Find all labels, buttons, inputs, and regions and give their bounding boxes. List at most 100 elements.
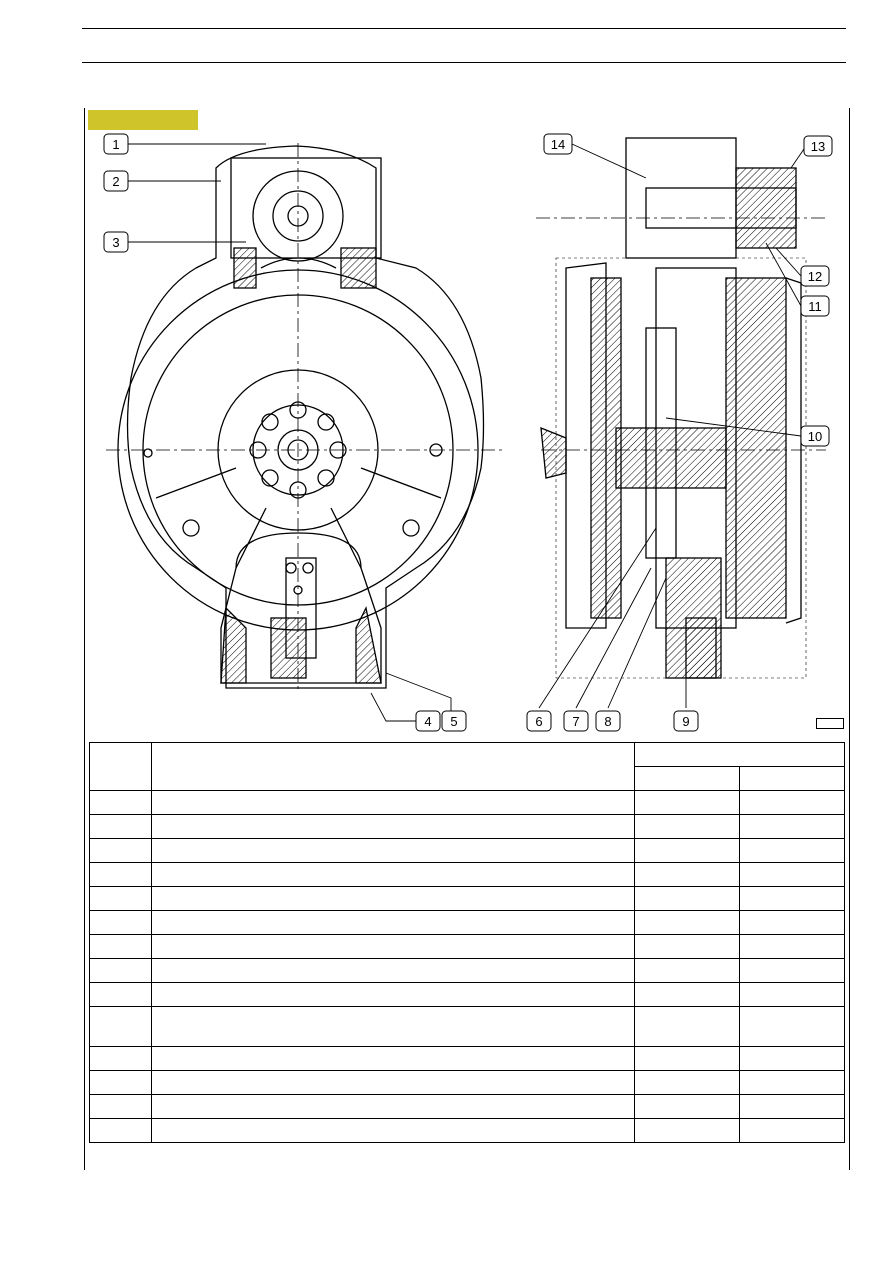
table-cell [89,862,152,887]
flywheel-housing-drawing: 1 2 3 4 5 6 7 8 [103,133,833,732]
callout-11: 11 [800,295,830,317]
table-cell [89,934,152,959]
callout-5: 5 [441,710,467,732]
table-cell [739,814,845,839]
table-cell [739,910,845,935]
header-top-rule [82,28,846,29]
header-cell-description [151,742,635,791]
table-cell [634,1094,740,1119]
table-row [89,1006,845,1047]
left-margin-line [84,108,85,1170]
callout-1: 1 [103,133,129,155]
callout-10: 10 [800,425,830,447]
table-cell [151,814,635,839]
figure-tag-box [816,718,844,729]
table-cell [739,982,845,1007]
table-cell [739,1118,845,1143]
svg-text:2: 2 [112,174,119,189]
header-cell-value-a [634,766,740,791]
callout-12: 12 [800,265,830,287]
table-header-row [89,742,845,791]
table-cell [634,982,740,1007]
svg-text:12: 12 [808,269,822,284]
svg-text:3: 3 [112,235,119,250]
svg-text:1: 1 [112,137,119,152]
table-cell [151,838,635,863]
table-cell [739,838,845,863]
table-cell [151,862,635,887]
table-cell [739,1046,845,1071]
table-cell [151,1070,635,1095]
table-cell [89,958,152,983]
table-cell [739,862,845,887]
callout-7: 7 [563,710,589,732]
svg-text:11: 11 [808,299,822,314]
table-cell [739,886,845,911]
table-cell [739,790,845,815]
table-cell [89,838,152,863]
table-cell [151,1046,635,1071]
table-cell [151,958,635,983]
table-cell [634,1118,740,1143]
svg-text:14: 14 [551,137,565,152]
callout-14: 14 [543,133,573,155]
table-cell [151,1118,635,1143]
table-cell [89,1070,152,1095]
table-cell [89,1046,152,1071]
table-cell [89,790,152,815]
callout-2: 2 [103,170,129,192]
table-cell [89,886,152,911]
table-cell [739,1006,845,1047]
table-cell [151,982,635,1007]
table-cell [634,1046,740,1071]
table-row [89,814,845,839]
svg-text:7: 7 [572,714,579,729]
table-row [89,910,845,935]
svg-text:9: 9 [682,714,689,729]
table-cell [151,790,635,815]
table-cell [739,958,845,983]
table-cell [634,814,740,839]
svg-text:5: 5 [450,714,457,729]
table-cell [634,934,740,959]
callout-8: 8 [595,710,621,732]
table-row [89,982,845,1007]
table-cell [89,910,152,935]
table-cell [739,1094,845,1119]
table-cell [151,1094,635,1119]
table-cell [89,814,152,839]
table-cell [151,910,635,935]
table-cell [634,1006,740,1047]
table-cell [89,1094,152,1119]
table-row [89,1070,845,1095]
table-cell [634,838,740,863]
table-cell [634,862,740,887]
header-bottom-rule [82,62,846,63]
section-tab [88,110,198,130]
svg-text:4: 4 [424,714,431,729]
table-row [89,886,845,911]
spec-table [89,742,845,1143]
right-margin-line [849,108,850,1170]
table-cell [151,886,635,911]
table-cell [151,934,635,959]
table-cell [89,1118,152,1143]
table-cell [634,886,740,911]
table-cell [151,1006,635,1047]
table-row [89,958,845,983]
table-cell [739,1070,845,1095]
table-subheader-row [90,766,845,791]
table-cell [634,910,740,935]
table-cell [89,1006,152,1047]
header-cell-value-b [739,766,845,791]
svg-text:10: 10 [808,429,822,444]
table-cell [89,982,152,1007]
table-row [89,790,845,815]
callout-9: 9 [673,710,699,732]
svg-text:6: 6 [535,714,542,729]
table-cell [634,1070,740,1095]
table-cell [634,958,740,983]
table-row [89,1094,845,1119]
table-row [89,1046,845,1071]
table-cell [739,934,845,959]
